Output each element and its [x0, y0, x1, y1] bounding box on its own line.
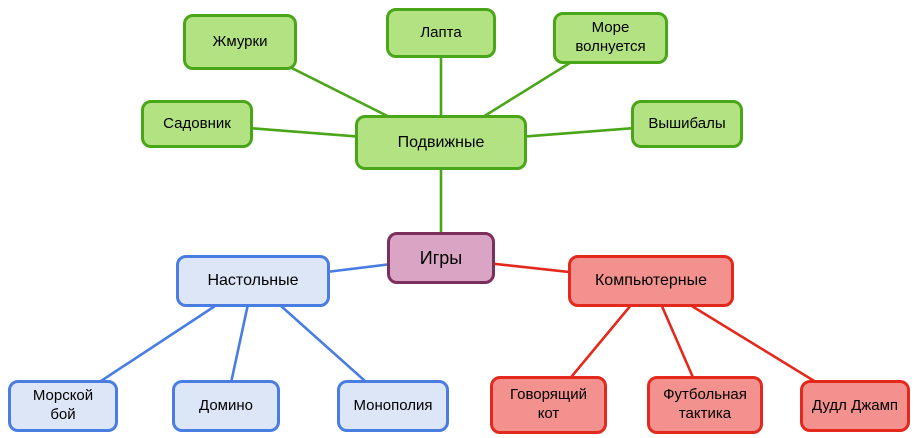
node-futbolnaya-taktika[interactable]: Футбольная тактика — [647, 376, 763, 434]
node-lapta-label: Лапта — [420, 23, 462, 41]
node-igry[interactable]: Игры — [387, 232, 495, 284]
node-nastolnye-label: Настольные — [207, 272, 299, 289]
node-lapta[interactable]: Лапта — [386, 8, 496, 58]
node-kompyuternye[interactable]: Компьютерные — [568, 255, 734, 307]
node-monopoliya-label: Монополия — [353, 396, 433, 414]
node-zhmurki[interactable]: Жмурки — [183, 14, 297, 70]
node-domino-label: Домино — [199, 396, 253, 414]
node-domino[interactable]: Домино — [172, 380, 280, 432]
node-sadovnik-label: Садовник — [163, 114, 231, 132]
node-sadovnik[interactable]: Садовник — [141, 100, 253, 148]
node-morskoy-boy[interactable]: Морской бой — [8, 380, 118, 432]
node-vyshibaly[interactable]: Вышибалы — [631, 100, 743, 148]
node-vyshibaly-label: Вышибалы — [648, 114, 726, 132]
node-kompyuternye-label: Компьютерные — [594, 272, 708, 289]
node-igry-label: Игры — [419, 247, 463, 268]
node-zhmurki-label: Жмурки — [212, 32, 268, 50]
node-futbolnaya-taktika-label: Футбольная тактика — [663, 386, 747, 422]
node-monopoliya[interactable]: Монополия — [337, 380, 449, 432]
node-dudl-dzhamp[interactable]: Дудл Джамп — [800, 380, 910, 432]
node-podvizhnye[interactable]: Подвижные — [355, 115, 527, 170]
node-more-volnuetsya-label: Море волнуется — [575, 19, 646, 55]
node-govoryashchiy-kot-label: Говорящий кот — [510, 386, 587, 422]
node-podvizhnye-label: Подвижные — [397, 133, 485, 151]
node-more-volnuetsya[interactable]: Море волнуется — [553, 12, 668, 64]
node-dudl-dzhamp-label: Дудл Джамп — [811, 396, 899, 414]
node-morskoy-boy-label: Морской бой — [32, 387, 94, 423]
node-nastolnye[interactable]: Настольные — [176, 255, 330, 307]
node-govoryashchiy-kot[interactable]: Говорящий кот — [490, 376, 607, 434]
